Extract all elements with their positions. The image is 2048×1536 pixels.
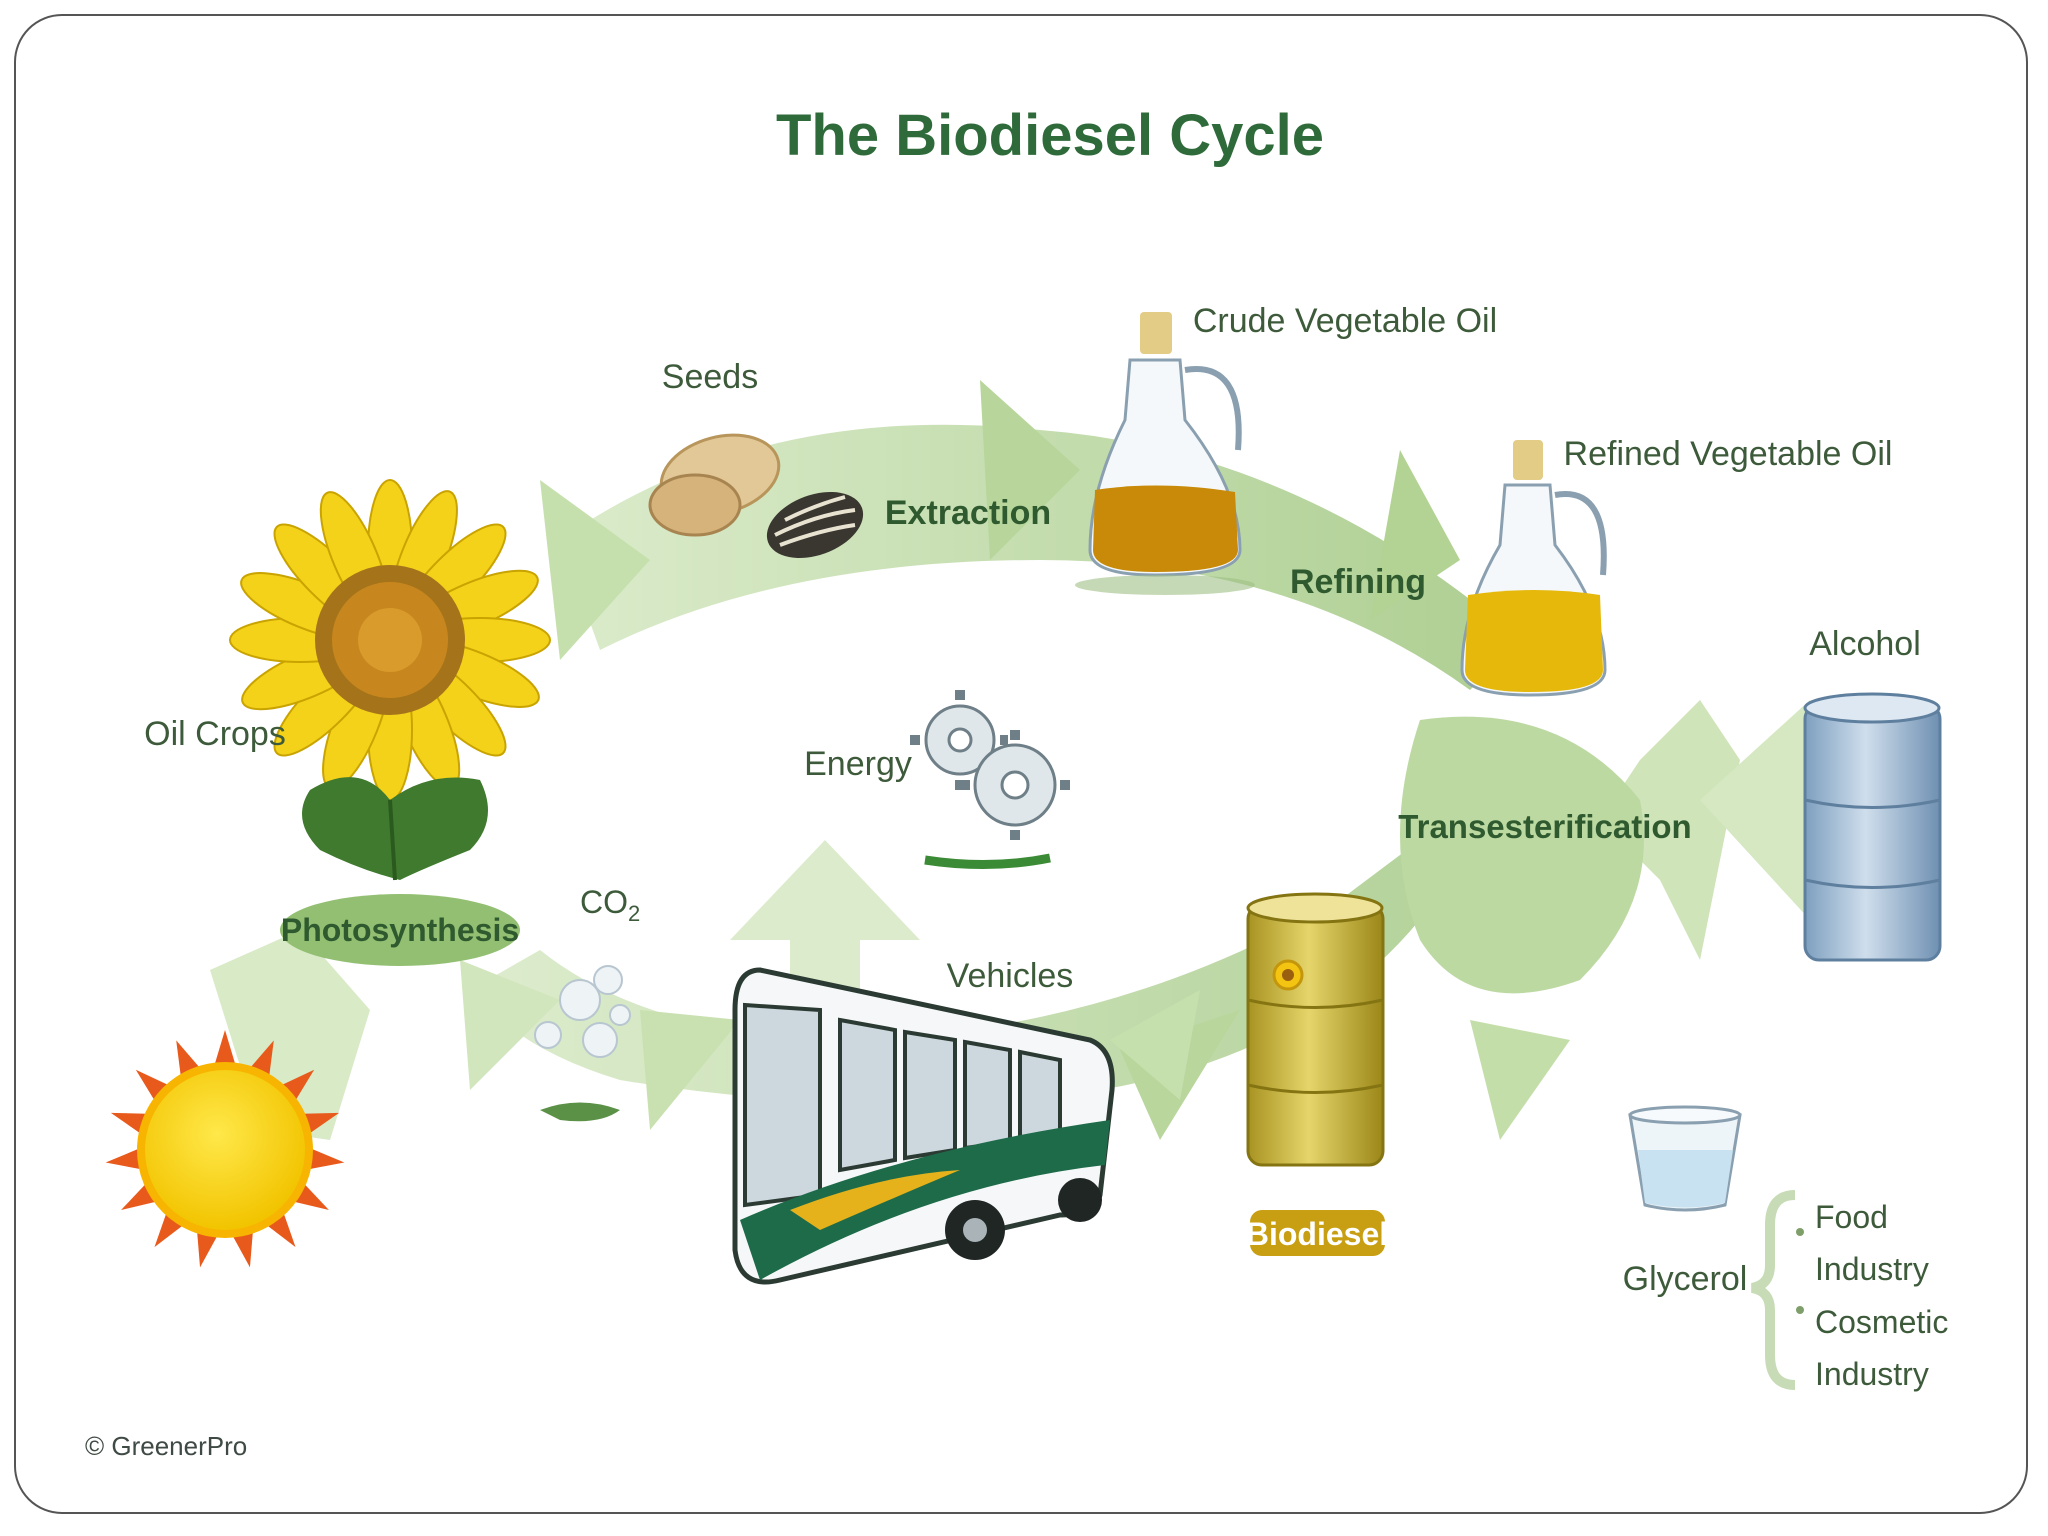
co2-label: CO2 <box>580 884 640 926</box>
sun-icon <box>105 1030 345 1268</box>
biodiesel-label: Biodiesel <box>1246 1216 1388 1252</box>
glycerol-glass-icon <box>1628 1105 1742 1212</box>
alcohol-barrel-icon <box>1803 692 1942 962</box>
photosynthesis-label: Photosynthesis <box>281 912 519 948</box>
cosmetic-industry-line1: Cosmetic <box>1815 1304 1948 1340</box>
oil-crops-label: Oil Crops <box>144 715 286 753</box>
sunflower-icon <box>229 479 551 881</box>
seeds-label: Seeds <box>662 358 758 396</box>
glycerol-label: Glycerol <box>1623 1260 1748 1298</box>
cosmetic-industry-line2: Industry <box>1815 1356 1929 1392</box>
refined-oil-label: Refined Vegetable Oil <box>1564 435 1893 473</box>
crude-oil-label: Crude Vegetable Oil <box>1193 302 1497 340</box>
bus-icon <box>732 967 1115 1285</box>
brace-icon <box>1750 1190 1796 1390</box>
cycle-band <box>210 380 1910 1140</box>
alcohol-label: Alcohol <box>1809 625 1921 663</box>
biodiesel-barrel-icon <box>1246 892 1385 1167</box>
food-industry-line1: Food <box>1815 1199 1888 1235</box>
food-industry-line2: Industry <box>1815 1251 1929 1287</box>
diagram-title: The Biodiesel Cycle <box>776 103 1324 168</box>
gears-icon <box>910 690 1070 870</box>
crude-oil-jug-icon <box>1075 312 1255 595</box>
refining-label: Refining <box>1290 563 1426 601</box>
energy-label: Energy <box>804 745 912 783</box>
biodiesel-badge <box>1250 1210 1385 1256</box>
refined-oil-jug-icon <box>1460 440 1607 697</box>
vehicles-label: Vehicles <box>947 957 1074 995</box>
seeds-icon <box>648 433 864 558</box>
transesterification-label: Transesterification <box>1398 808 1691 845</box>
co2-bubbles-icon <box>534 965 631 1122</box>
extraction-label: Extraction <box>885 494 1051 532</box>
copyright-label: © GreenerPro <box>85 1431 247 1461</box>
photosynthesis-badge <box>280 894 520 966</box>
